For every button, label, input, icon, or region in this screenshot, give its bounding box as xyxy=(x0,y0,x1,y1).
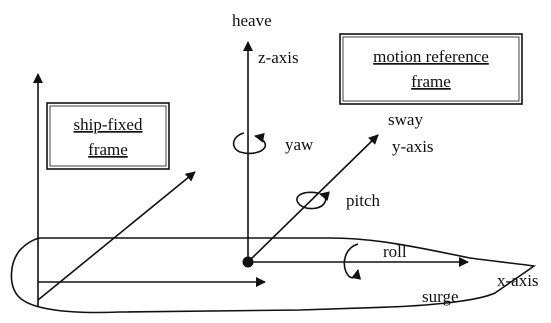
motion-reference-frame-box xyxy=(339,33,523,105)
heave-label: heave xyxy=(232,11,272,30)
motion-reference-frame-line2: frame xyxy=(411,72,451,91)
roll-rotation-icon xyxy=(343,243,362,280)
ship-fixed-diagonal-arrow xyxy=(37,171,196,301)
ship-fixed-frame-line1: ship-fixed xyxy=(74,115,143,134)
pitch-label: pitch xyxy=(346,191,380,210)
yaw-label: yaw xyxy=(285,135,314,154)
y-axis-arrow xyxy=(247,134,379,263)
pitch-rotation-icon xyxy=(296,191,330,210)
x-axis-label: x-axis xyxy=(497,271,539,290)
ship-fixed-frame-line2: frame xyxy=(88,140,128,159)
surge-label: surge xyxy=(422,287,459,306)
y-axis-label: y-axis xyxy=(392,137,434,156)
motion-reference-frame-line1: motion reference xyxy=(373,47,489,66)
roll-label: roll xyxy=(383,242,407,261)
yaw-rotation-icon xyxy=(232,132,267,155)
z-axis-label: z-axis xyxy=(258,48,299,67)
ship-hull xyxy=(10,237,537,314)
ship-fixed-frame-box xyxy=(46,102,170,170)
origin-point xyxy=(242,256,254,268)
sway-label: sway xyxy=(388,110,423,129)
